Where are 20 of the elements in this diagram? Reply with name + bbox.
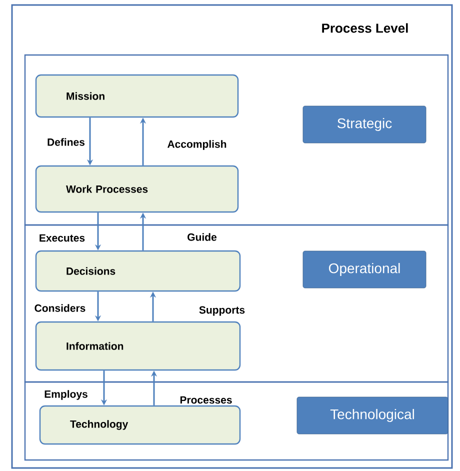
process-box: Information	[35, 321, 241, 371]
process-box: Decisions	[35, 250, 241, 292]
title: Process Level	[322, 23, 408, 33]
edge-label: Considers	[34, 304, 86, 312]
level-band	[24, 54, 449, 226]
level-band	[24, 381, 449, 461]
level-box: Strategic	[302, 106, 426, 144]
level-box: Operational	[302, 250, 426, 288]
level-band	[24, 224, 449, 383]
edge-label: Defines	[48, 138, 85, 146]
edge-label: Supports	[199, 306, 245, 316]
edge-label: Processes	[180, 396, 232, 404]
edge-label: Employs	[44, 390, 88, 400]
process-box: Mission	[35, 74, 239, 118]
edge-label: Accomplish	[168, 140, 226, 150]
level-box: Technological	[296, 396, 448, 434]
edge-label: Guide	[188, 233, 216, 241]
process-box: Technology	[39, 405, 241, 445]
edge-label: Executes	[40, 234, 85, 242]
process-box: Work Processes	[35, 165, 239, 213]
